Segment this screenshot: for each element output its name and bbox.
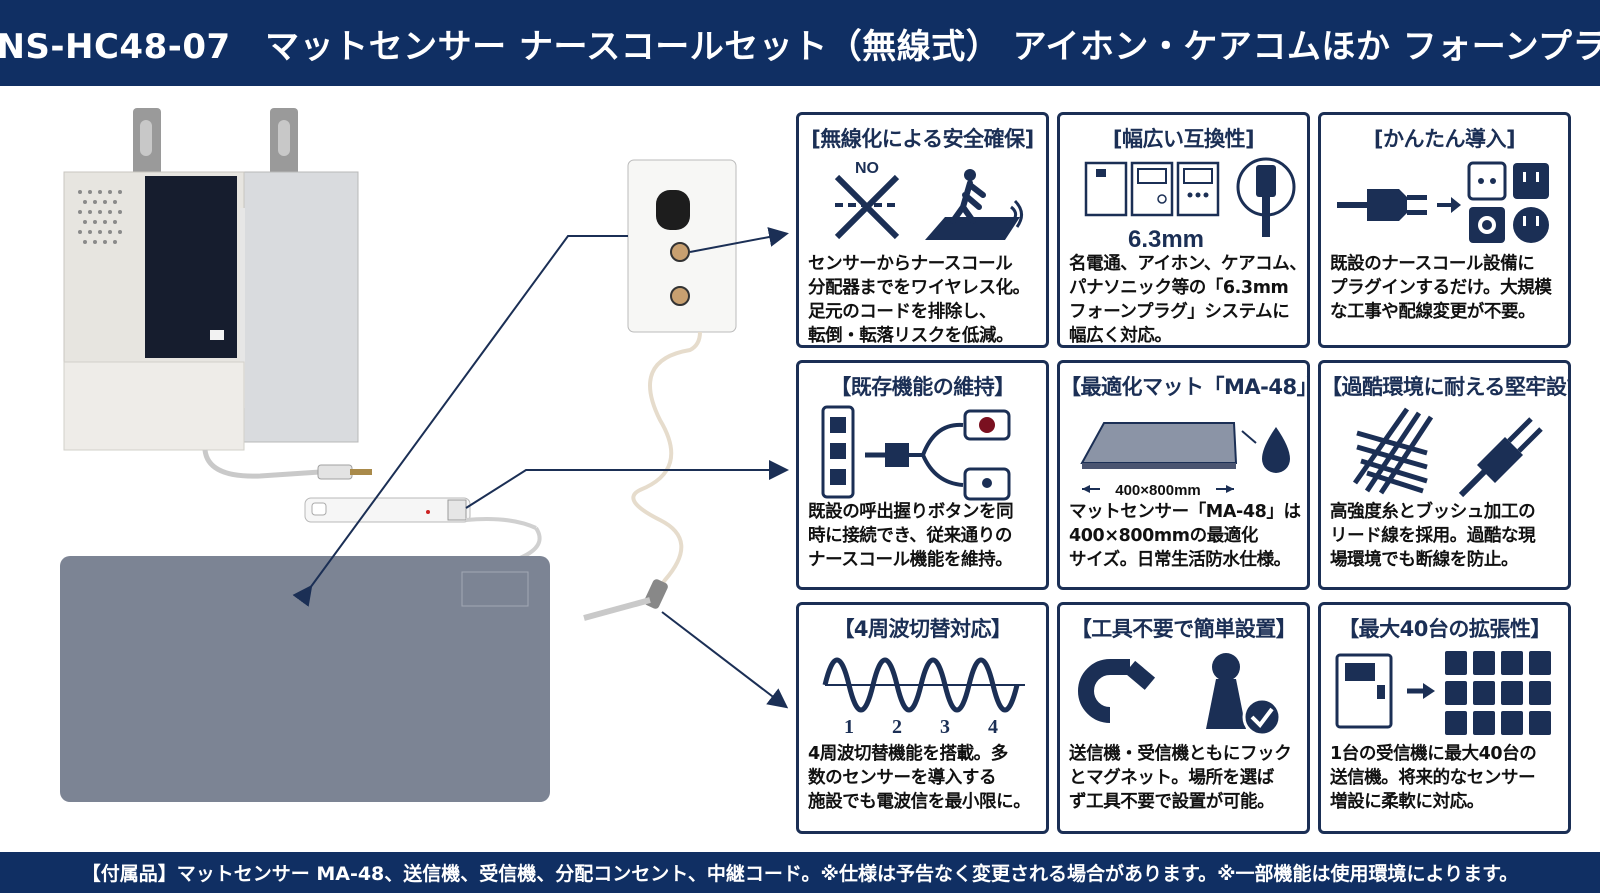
- card-title: 【工具不要で簡単設置】: [1070, 617, 1297, 641]
- card-description: 高強度糸とブッシュ加工のリード線を採用。過酷な現場環境でも断線を防止。: [1330, 502, 1536, 570]
- distribution-outlet: [304, 497, 537, 530]
- no-cord-walking-icon: NO: [834, 160, 1023, 240]
- intercom-plug-icon: 6.3mm: [1084, 157, 1296, 253]
- feature-card-durable: 【過酷環境に耐える堅牢設計】 高強度糸とブッシュ加工のリード線を採用。過酷な現場…: [1318, 360, 1571, 590]
- receiver-grid-icon: [1335, 651, 1551, 735]
- card-description: 1台の受信機に最大40台の送信機。将来的なセンサー増設に柔軟に対応。: [1330, 744, 1537, 812]
- mat-size-label: 400×800mm: [1115, 482, 1201, 499]
- wave-icon: 1 2 3 4: [822, 657, 1025, 738]
- feature-card-compatibility: [幅広い互換性] 6.3mm 名電通、アイホン、ケアコム、パナソニック等の「6.…: [1057, 112, 1310, 348]
- feature-card-mat: 【最適化マット「MA-48」】 400×800mm マットセンサー「MA-48」…: [1057, 360, 1310, 590]
- size-label: 6.3mm: [1128, 226, 1204, 253]
- card-description: センサーからナースコール分配器までをワイヤレス化。足元のコードを排除し、転倒・転…: [808, 254, 1030, 346]
- feature-card-existing-function: 【既存機能の維持】 既設の呼出握りボタンを同時に接続でき、従来通りのナースコール…: [796, 360, 1049, 590]
- cable-plug-icon: [1352, 407, 1543, 498]
- feature-card-frequency: 【4周波切替対応】 1 2 3 4 4周波切替機能を搭載。多数のセンサーを導入す…: [796, 602, 1049, 834]
- transmitter-unit: [583, 159, 737, 621]
- outlet-split-icon: [821, 405, 1011, 501]
- wave-label-2: 2: [892, 716, 902, 738]
- mat-sensor: [60, 526, 550, 802]
- feature-card-expandability: 【最大40台の拡張性】 1台の受信機に最大40台の送信機。将来的なセンサー増設に…: [1318, 602, 1571, 834]
- card-title: [かんたん導入]: [1373, 127, 1516, 151]
- wave-label-1: 1: [844, 716, 854, 738]
- card-title: 【最大40台の拡張性】: [1338, 617, 1551, 641]
- magnet-hook-icon: [1078, 653, 1282, 737]
- speaker-grille-icon: [78, 190, 122, 244]
- feature-card-easy-install: [かんたん導入] 既設のナースコール設備にプラグインするだけ。大規模な工事や配線…: [1318, 112, 1571, 348]
- receiver-unit: [63, 108, 372, 480]
- product-illustration: [60, 108, 737, 802]
- feature-card-wireless: [無線化による安全確保] NO センサーからナースコール分配器までをワイヤレス化…: [796, 112, 1049, 348]
- plug-outlet-icon: [1337, 161, 1549, 243]
- no-label: NO: [855, 160, 879, 177]
- card-description: 4周波切替機能を搭載。多数のセンサーを導入する施設でも電波信を最小限に。: [808, 744, 1031, 812]
- page-title: WNS-HC48-07 マットセンサー ナースコールセット（無線式） アイホン・…: [0, 0, 1600, 86]
- feature-card-tool-free: 【工具不要で簡単設置】 送信機・受信機ともにフックとマグネット。場所を選ばず工具…: [1057, 602, 1310, 834]
- card-description: 送信機・受信機ともにフックとマグネット。場所を選ばず工具不要で設置が可能。: [1069, 744, 1292, 812]
- footer-note: 【付属品】マットセンサー MA-48、送信機、受信機、分配コンセント、中継コード…: [0, 852, 1600, 893]
- card-description: 既設のナースコール設備にプラグインするだけ。大規模な工事や配線変更が不要。: [1330, 254, 1552, 322]
- card-title: 【4周波切替対応】: [833, 617, 1012, 641]
- card-title: 【既存機能の維持】: [830, 375, 1015, 399]
- mat-water-icon: 400×800mm: [1080, 422, 1290, 499]
- wave-label-3: 3: [940, 716, 950, 738]
- card-title: 【過酷環境に耐える堅牢設計】: [1321, 375, 1568, 399]
- card-title: [幅広い互換性]: [1112, 127, 1255, 151]
- card-title: 【最適化マット「MA-48」】: [1060, 375, 1310, 399]
- wave-label-4: 4: [988, 716, 998, 738]
- card-description: 既設の呼出握りボタンを同時に接続でき、従来通りのナースコール機能を維持。: [808, 502, 1014, 570]
- card-title: [無線化による安全確保]: [811, 127, 1034, 151]
